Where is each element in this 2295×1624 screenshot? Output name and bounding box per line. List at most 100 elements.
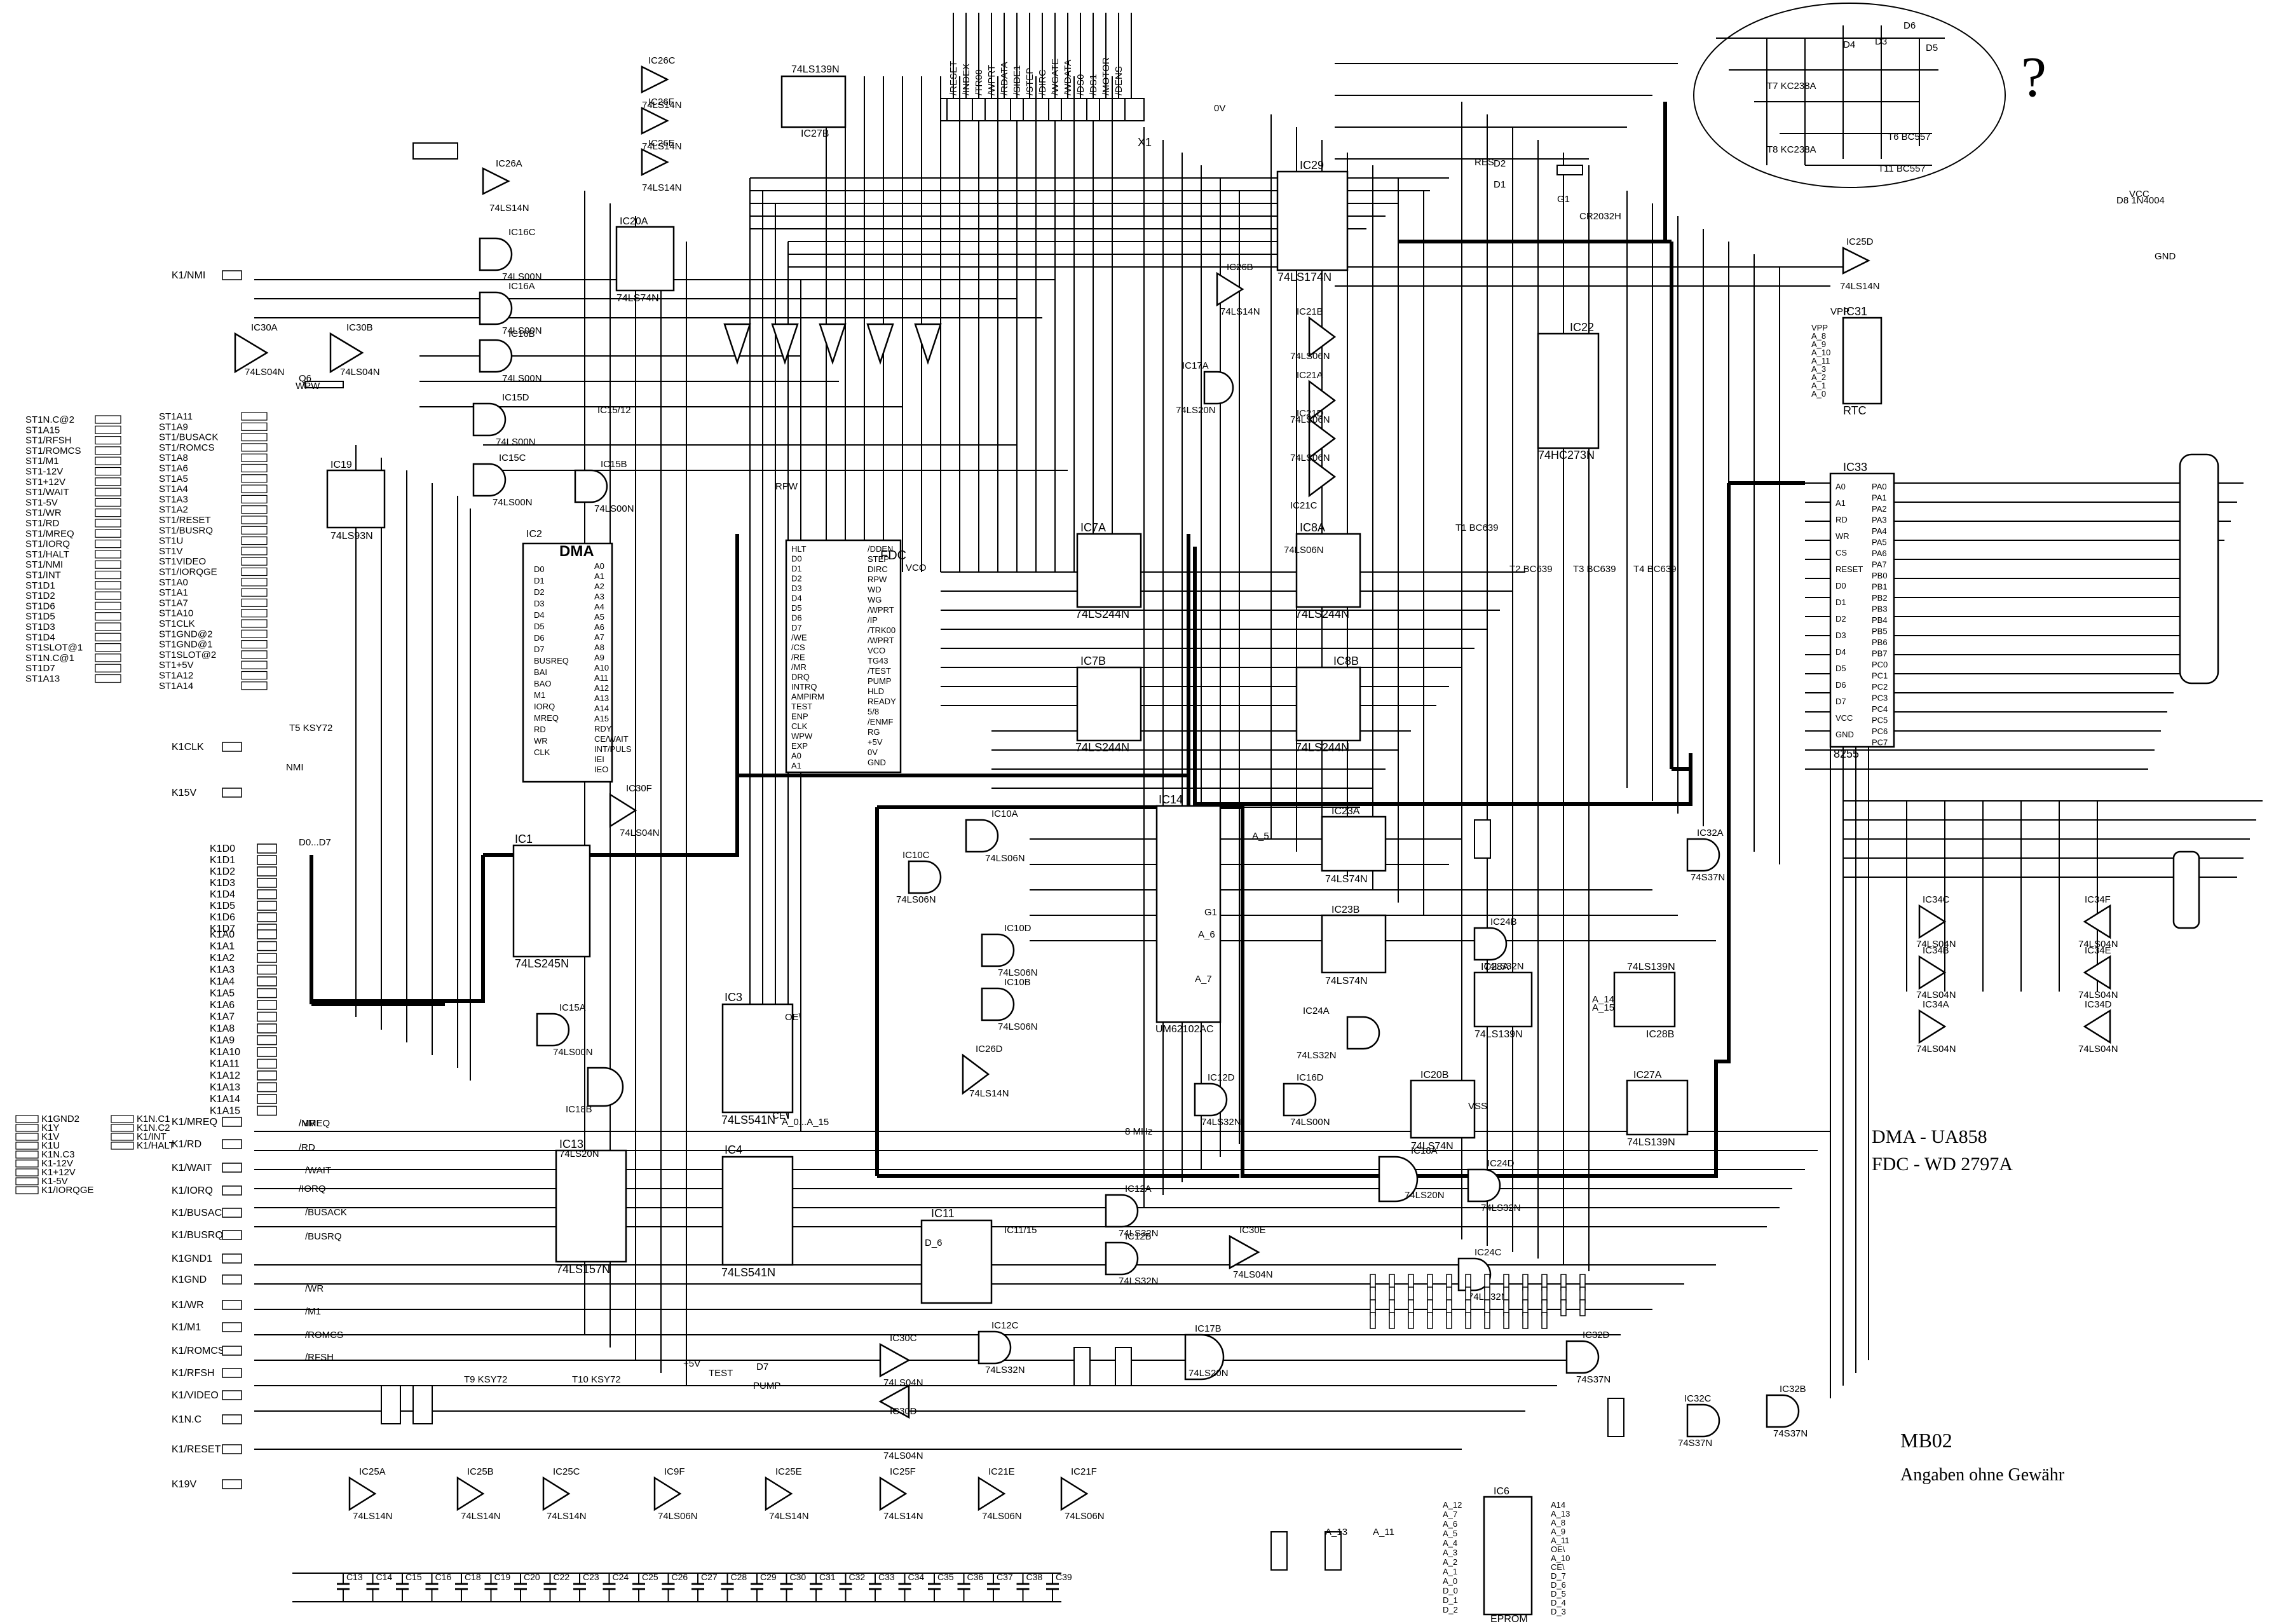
x1-signal-11: /DS1 bbox=[1088, 74, 1099, 95]
st1-right-pin-17 bbox=[241, 588, 268, 597]
ppi-pins-left-2: RD bbox=[1835, 515, 1848, 524]
gate-label-ic25d: IC25D bbox=[1846, 236, 1874, 247]
ic3-label: IC3 bbox=[725, 991, 742, 1004]
ic32a-gate bbox=[1686, 838, 1720, 872]
ppi-pins-left-8: D2 bbox=[1835, 614, 1846, 624]
ic10d-gate bbox=[981, 933, 1015, 967]
bus-pin-address-9 bbox=[257, 1035, 277, 1046]
st1-left-pin-9 bbox=[95, 508, 121, 517]
eprom-pins-right-11: D_4 bbox=[1551, 1598, 1566, 1607]
ppi-pins-right-11: PB3 bbox=[1872, 604, 1888, 614]
gate-type-ic15d: 74LS00N bbox=[496, 437, 536, 447]
gate-label-ic24d: IC24D bbox=[1487, 1158, 1515, 1169]
gate-label-ic34b: IC34B bbox=[1923, 945, 1949, 956]
ic18b-gate bbox=[587, 1067, 624, 1107]
st1-right-1: ST1A9 bbox=[159, 421, 188, 432]
ppi-pins-right-10: PB2 bbox=[1872, 593, 1888, 603]
sv7-header bbox=[1474, 819, 1491, 859]
dma-pins-left-5: D5 bbox=[534, 622, 545, 631]
st1-left-pin-22 bbox=[95, 643, 121, 652]
ppi-pins-left-11: D5 bbox=[1835, 664, 1846, 673]
gate-type-ic16b: 74LS00N bbox=[502, 373, 542, 384]
ppi-pins-left-10: D4 bbox=[1835, 647, 1846, 657]
bus-address-12: K1A12 bbox=[210, 1070, 240, 1081]
bus-control-17: K1/RESET bbox=[172, 1444, 221, 1455]
st1-right-17: ST1A1 bbox=[159, 587, 188, 598]
ic7a-chip bbox=[1076, 533, 1142, 608]
gate-label-ic15b: IC15B bbox=[601, 459, 627, 470]
cap-label-c14: C14 bbox=[376, 1572, 393, 1582]
bus-control-18: K19V bbox=[172, 1479, 196, 1490]
st1-left-22: ST1SLOT@1 bbox=[25, 643, 83, 653]
fdc-pins-left-8: D7 bbox=[791, 623, 802, 632]
st1-right-pin-18 bbox=[241, 598, 268, 608]
st1-right-pin-2 bbox=[241, 432, 268, 442]
dma-pins-left-7: D7 bbox=[534, 645, 545, 654]
eprom-pins-left-0: A_12 bbox=[1443, 1500, 1462, 1510]
dma-pins-right-3: A3 bbox=[594, 592, 604, 601]
st1-right-pin-9 bbox=[241, 505, 268, 514]
rtc-pins-5: A_3 bbox=[1811, 364, 1826, 374]
nmi-header bbox=[412, 142, 458, 160]
bus-address-9: K1A9 bbox=[210, 1035, 235, 1046]
ic14-sub: UM62102AC bbox=[1155, 1024, 1214, 1035]
st1-right-12: ST1U bbox=[159, 536, 183, 547]
net-label-18: VCC bbox=[2129, 189, 2149, 200]
st1-right-pin-4 bbox=[241, 453, 268, 462]
cap-label-c20: C20 bbox=[524, 1572, 540, 1582]
ic33-label: IC33 bbox=[1843, 461, 1867, 474]
ic23a-label: IC23A bbox=[1331, 806, 1360, 817]
bus-control-16: K1N.C bbox=[172, 1414, 201, 1425]
ic25e-gate bbox=[765, 1476, 793, 1511]
st1-left-pin-5 bbox=[95, 467, 121, 476]
ic9d-gate bbox=[771, 323, 799, 365]
rtc-pins-8: A_0 bbox=[1811, 389, 1826, 399]
gate-label-ic15c: IC15C bbox=[499, 453, 526, 463]
st1-left-9: ST1/WR bbox=[25, 508, 62, 519]
fdc-pins-left-16: TEST bbox=[791, 702, 812, 711]
ic23a-sub: 74LS74N bbox=[1325, 874, 1368, 885]
diode-label-3: D4 bbox=[1843, 39, 1855, 50]
transistor-label-0: T5 KSY72 bbox=[289, 723, 332, 734]
ic23b-chip bbox=[1321, 914, 1387, 974]
st1-right-7: ST1A4 bbox=[159, 484, 188, 495]
st1-left-24: ST1D7 bbox=[25, 663, 55, 674]
fdc-pins-right-1: STEP bbox=[868, 554, 889, 564]
bus-control-12: K1/M1 bbox=[172, 1322, 201, 1333]
bus-data-7: K1D7 bbox=[210, 924, 235, 934]
st1-right-21: ST1GND@2 bbox=[159, 629, 212, 639]
st1-right-pin-15 bbox=[241, 567, 268, 577]
bus-pin-control-6 bbox=[222, 1185, 242, 1196]
st1-left-17: ST1D2 bbox=[25, 590, 55, 601]
ic8a-sub: 74LS244N bbox=[1295, 608, 1349, 620]
cap-label-c29: C29 bbox=[760, 1572, 777, 1582]
gate-label-ic25b: IC25B bbox=[467, 1466, 494, 1477]
ic8b-label: IC8B bbox=[1333, 655, 1359, 667]
dma-pins-left-3: D3 bbox=[534, 599, 545, 608]
ppi-pins-right-3: PA3 bbox=[1872, 515, 1887, 525]
net-label-11: /BUSRQ bbox=[305, 1231, 342, 1242]
net-label-24: VCO bbox=[906, 563, 927, 573]
ppi-pins-right-2: PA2 bbox=[1872, 504, 1887, 514]
cap-label-c23: C23 bbox=[583, 1572, 599, 1582]
fdc-pins-left-17: ENP bbox=[791, 712, 808, 721]
st1-right-pin-20 bbox=[241, 619, 268, 628]
transistor-label-1: T9 KSY72 bbox=[464, 1374, 507, 1385]
dma-pins-right-4: A4 bbox=[594, 602, 604, 611]
ppi-pins-right-19: PC3 bbox=[1872, 693, 1888, 703]
misc-bus-labels: K1GND2K1YK1VK1UK1N.C3K1-12VK1+12VK1-5VK1… bbox=[15, 1114, 175, 1196]
ic7b-chip bbox=[1076, 666, 1142, 742]
gate-type-ic30e: 74LS04N bbox=[1233, 1269, 1273, 1280]
cap-label-c27: C27 bbox=[701, 1572, 718, 1582]
gate-type-ic25b: 74LS14N bbox=[461, 1511, 501, 1522]
st1-left-pin-13 bbox=[95, 550, 121, 559]
gate-label-ic25f: IC25F bbox=[890, 1466, 916, 1477]
ic25d-gate bbox=[1842, 246, 1870, 275]
fdc-chip bbox=[785, 539, 902, 774]
bus-pin-control-0 bbox=[222, 270, 242, 280]
misc-pin-11 bbox=[111, 1133, 134, 1141]
ppi-pins-left-12: D6 bbox=[1835, 680, 1846, 690]
fdc-pins-right-21: GND bbox=[868, 758, 886, 767]
